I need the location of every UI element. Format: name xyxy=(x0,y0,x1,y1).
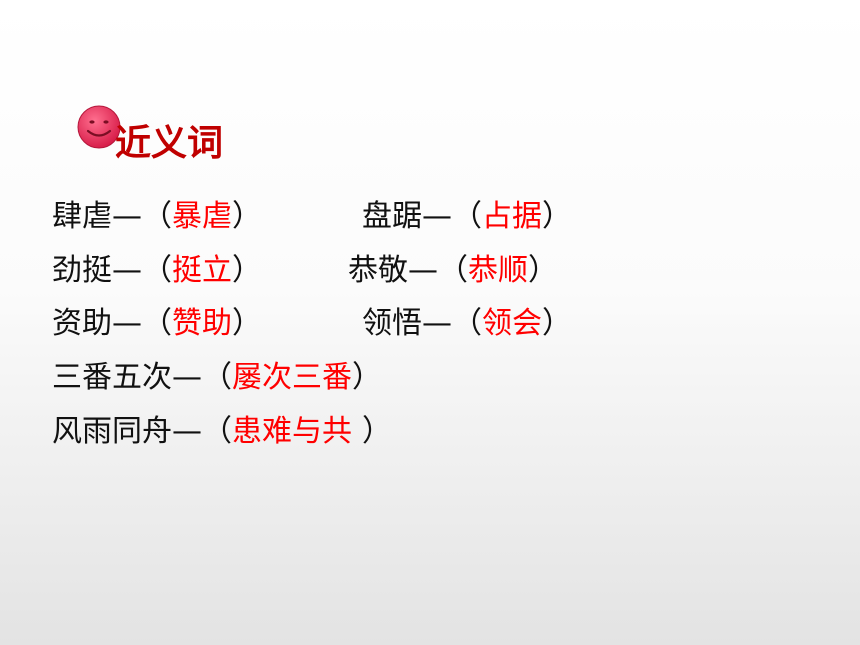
dash: — xyxy=(112,306,142,341)
word: 肆虐 xyxy=(52,199,112,234)
synonym-pair: 盘踞—（占据） xyxy=(362,197,572,237)
answer: 屡次三番 xyxy=(232,360,352,395)
word: 恭敬 xyxy=(348,253,408,288)
dash: — xyxy=(172,414,202,449)
close-paren: ） xyxy=(542,199,572,234)
answer: 患难与共 xyxy=(232,414,352,449)
dash: — xyxy=(112,253,142,288)
word: 风雨同舟 xyxy=(52,414,172,449)
page-title: 近义词 xyxy=(115,123,224,164)
dash: — xyxy=(112,199,142,234)
synonym-pair: 资助—（赞助） xyxy=(52,304,262,344)
open-paren: （ xyxy=(142,306,172,341)
close-paren: ） xyxy=(528,253,558,288)
answer: 挺立 xyxy=(172,253,232,288)
synonym-pair: 劲挺—（挺立） xyxy=(52,251,262,291)
dash: — xyxy=(422,199,452,234)
synonym-pair: 恭敬—（恭顺） xyxy=(348,251,558,291)
synonym-pair: 风雨同舟—（患难与共 ） xyxy=(52,412,392,452)
answer: 赞助 xyxy=(172,306,232,341)
open-paren: （ xyxy=(142,199,172,234)
word: 盘踞 xyxy=(362,199,422,234)
word: 资助 xyxy=(52,306,112,341)
answer: 领会 xyxy=(482,306,542,341)
answer: 恭顺 xyxy=(468,253,528,288)
dash: — xyxy=(422,306,452,341)
open-paren: （ xyxy=(452,306,482,341)
smiley-face-icon xyxy=(77,105,121,149)
close-paren: ） xyxy=(232,253,262,288)
close-paren: ） xyxy=(362,414,392,449)
answer: 暴虐 xyxy=(172,199,232,234)
open-paren: （ xyxy=(438,253,468,288)
dash: — xyxy=(408,253,438,288)
open-paren: （ xyxy=(452,199,482,234)
synonym-pair: 三番五次—（屡次三番） xyxy=(52,358,382,398)
open-paren: （ xyxy=(202,414,232,449)
word: 劲挺 xyxy=(52,253,112,288)
dash: — xyxy=(172,360,202,395)
open-paren: （ xyxy=(202,360,232,395)
close-paren: ） xyxy=(232,199,262,234)
synonym-pair: 肆虐—（暴虐） xyxy=(52,197,262,237)
word: 领悟 xyxy=(362,306,422,341)
close-paren: ） xyxy=(352,360,382,395)
open-paren: （ xyxy=(142,253,172,288)
answer: 占据 xyxy=(482,199,542,234)
word: 三番五次 xyxy=(52,360,172,395)
close-paren: ） xyxy=(542,306,572,341)
close-paren: ） xyxy=(232,306,262,341)
synonym-pair: 领悟—（领会） xyxy=(362,304,572,344)
